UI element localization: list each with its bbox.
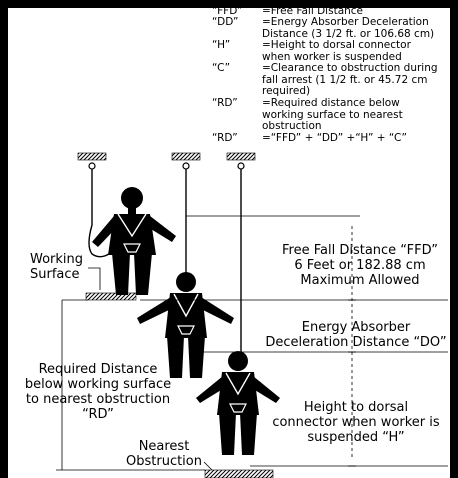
legend-key: “RD” (212, 132, 238, 144)
legend-row: “RD” =Required distance below working su… (212, 97, 448, 134)
h-line: suspended “H” (307, 430, 405, 445)
dd-line: Deceleration Distance “DO” (265, 335, 447, 350)
nearest-obstruction-line: Obstruction (126, 454, 202, 469)
h-line: connector when worker is (272, 415, 440, 430)
lanyards (88, 169, 242, 352)
legend-value: =Free Fall Distance (262, 5, 364, 17)
rd-line: to nearest obstruction (25, 392, 171, 407)
rd-line: below working surface (24, 377, 172, 392)
ffd-line: Maximum Allowed (300, 273, 420, 288)
ffd-line: 6 Feet or 182.88 cm (294, 258, 426, 273)
ffd-line: Free Fall Distance “FFD” (282, 243, 438, 258)
legend-value: =“FFD” + “DD” +“H” + “C” (262, 132, 407, 144)
worker-falling (137, 272, 234, 378)
h-line: Height to dorsal (303, 400, 409, 415)
legend-row: “DD” =Energy Absorber Deceleration Dista… (212, 16, 448, 41)
rd-line: “RD” (82, 407, 114, 422)
worker-standing (92, 187, 176, 295)
legend-value: =Clearance to obstruction during fall ar… (262, 62, 438, 97)
working-surface-line: Surface (30, 267, 80, 282)
rd-line: Required Distance (38, 362, 158, 377)
dimension-ticks (348, 299, 356, 467)
anchor-hatch-2 (171, 152, 201, 161)
anchor-hatch-3 (226, 152, 256, 161)
dd-label: Energy Absorber Deceleration Distance “D… (262, 320, 450, 350)
nearest-obstruction-line: Nearest (138, 439, 190, 454)
legend-key: “DD” (212, 16, 239, 28)
legend-value: =Energy Absorber Deceleration Distance (… (262, 16, 435, 40)
legend-row: “FFD” =Free Fall Distance (212, 5, 448, 18)
legend-key: “C” (212, 62, 231, 74)
h-label: Height to dorsal connector when worker i… (262, 400, 450, 445)
legend-value: =Height to dorsal connector when worker … (262, 39, 411, 63)
rd-label: Required Distance below working surface … (14, 362, 182, 422)
working-surface-platform (85, 292, 137, 301)
anchor-hatch-1 (77, 152, 107, 161)
dd-line: Energy Absorber (301, 320, 411, 335)
legend-key: “FFD” (212, 5, 243, 17)
legend-value: =Required distance below working surface… (262, 97, 403, 132)
legend-key: “H” (212, 39, 231, 51)
nearest-obstruction-label: Nearest Obstruction (120, 439, 208, 469)
legend-row: “RD” =“FFD” + “DD” +“H” + “C” (212, 132, 448, 145)
legend-row: “C” =Clearance to obstruction during fal… (212, 62, 448, 99)
dimension-lines (56, 215, 448, 471)
ffd-label: Free Fall Distance “FFD” 6 Feet or 182.8… (272, 243, 448, 288)
worker-suspended (196, 351, 280, 455)
working-surface-line: Working (30, 252, 84, 267)
legend-key: “RD” (212, 97, 238, 109)
working-surface-label: Working Surface (30, 252, 83, 282)
nearest-obstruction-block (204, 469, 274, 478)
legend-row: “H” =Height to dorsal connector when wor… (212, 39, 448, 64)
legend: “FFD” =Free Fall Distance “DD” =Energy A… (212, 5, 448, 156)
